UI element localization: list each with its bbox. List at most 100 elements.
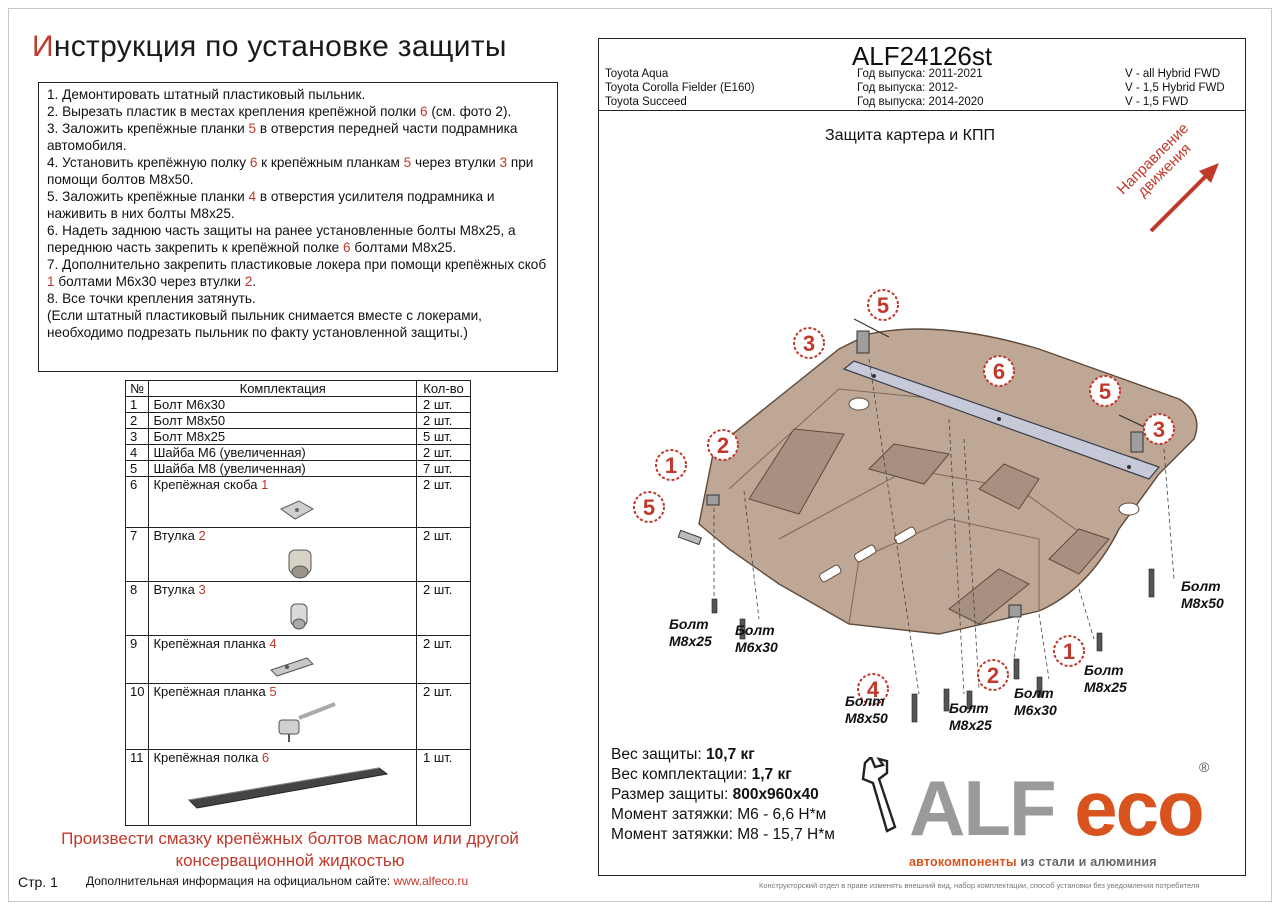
- kit-row-qty: 7 шт.: [416, 460, 471, 477]
- callout-marker: 6: [983, 355, 1015, 387]
- spec-value: 800х960х40: [732, 786, 819, 803]
- spec-line: Момент затяжки: М6 - 6,6 Н*м: [611, 805, 826, 825]
- instruction-step: (Если штатный пластиковый пыльник снимае…: [47, 307, 549, 341]
- spec-line: Вес комплектации: 1,7 кг: [611, 765, 792, 785]
- kit-part-ref: 4: [269, 636, 277, 651]
- bolt-label: Болт: [1014, 685, 1054, 701]
- kit-part-ref: 6: [261, 750, 270, 765]
- spec-value: 1,7 кг: [751, 766, 792, 783]
- model-name: Toyota Succeed: [605, 96, 687, 108]
- instruction-text: в отверстия передней части подрамника ав…: [47, 121, 518, 153]
- callout-number: 1: [665, 453, 677, 478]
- model-years: Год выпуска: 2011-2021 Год выпуска: 2012…: [857, 67, 984, 109]
- instruction-step: 7. Дополнительно закрепить пластиковые л…: [47, 256, 549, 290]
- callout-number: 1: [1063, 639, 1075, 664]
- logo-alf: ALF: [909, 764, 1057, 852]
- kit-row-qty: 2 шт.: [416, 635, 471, 684]
- spec-line: Вес защиты: 10,7 кг: [611, 745, 755, 765]
- registered-mark: ®: [1199, 759, 1210, 775]
- kit-row-name: Втулка 2: [148, 527, 417, 582]
- spec-label: Вес комплектации:: [611, 766, 752, 783]
- spec-panel: ALF24126st Toyota Aqua Toyota Corolla Fi…: [598, 38, 1246, 890]
- bolt-label: Болт: [845, 693, 885, 709]
- instructions-box: 1. Демонтировать штатный пластиковый пыл…: [38, 82, 558, 372]
- logo-tagline: автокомпоненты из стали и алюминия: [909, 855, 1157, 869]
- callout-marker: 1: [1053, 635, 1085, 667]
- kit-row-name: Болт М6х30: [148, 396, 417, 413]
- callout-number: 4: [867, 677, 880, 702]
- bolt-label: М6х30: [735, 639, 778, 655]
- kit-part-ref: 2: [198, 528, 206, 543]
- kit-row-num: 1: [124, 396, 150, 413]
- kit-row-qty: 5 шт.: [416, 428, 471, 445]
- kit-row-qty: 1 шт.: [416, 749, 471, 826]
- instruction-text: 6. Надеть заднюю часть защиты на ранее у…: [47, 223, 516, 255]
- kit-row-name: Болт М8х25: [148, 428, 417, 445]
- title-rest: нструкция по установке защиты: [53, 30, 507, 63]
- instruction-text: 7. Дополнительно закрепить пластиковые л…: [47, 257, 547, 272]
- spec-line: Момент затяжки: М8 - 15,7 Н*м: [611, 825, 835, 845]
- instruction-step: 5. Заложить крепёжные планки 4 в отверст…: [47, 188, 549, 222]
- callout-number: 5: [643, 495, 655, 520]
- model-engines: V - all Hybrid FWD V - 1,5 Hybrid FWD V …: [1125, 67, 1225, 109]
- instruction-step: 6. Надеть заднюю часть защиты на ранее у…: [47, 222, 549, 256]
- disclaimer: Конструкторский отдел в праве изменять в…: [759, 881, 1200, 890]
- kit-part-ref: 5: [269, 684, 277, 699]
- kit-row-name: Втулка 3: [148, 581, 417, 636]
- part-clip-image: [280, 500, 315, 520]
- callout-number: 2: [987, 663, 999, 688]
- kit-row-name: Крепёжная скоба 1: [148, 476, 417, 528]
- instruction-step: 4. Установить крепёжную полку 6 к крепёж…: [47, 154, 549, 188]
- instruction-step: 8. Все точки крепления затянуть.: [47, 290, 549, 307]
- part-ref: 6: [249, 155, 258, 170]
- kit-row-qty: 2 шт.: [416, 476, 471, 528]
- kit-row-label: Крепёжная планка: [153, 684, 270, 699]
- instruction-text: болтами М8х25.: [350, 240, 457, 255]
- part-bush-big-image: [288, 549, 312, 579]
- callout-number: 2: [717, 433, 729, 458]
- part-ref: 5: [248, 121, 257, 136]
- bolt-label: Болт: [1084, 662, 1124, 678]
- callout-marker: 3: [1143, 413, 1175, 445]
- kit-table-header: № Комплектация Кол-во: [124, 380, 471, 397]
- model-engine: V - 1,5 FWD: [1125, 96, 1189, 108]
- kit-row-num: 6: [124, 476, 150, 528]
- model-year: Год выпуска: 2011-2021: [857, 68, 983, 80]
- kit-row-num: 10: [124, 683, 150, 750]
- instruction-text: 5. Заложить крепёжные планки: [47, 189, 249, 204]
- instruction-text: .: [252, 274, 257, 289]
- instruction-step: 1. Демонтировать штатный пластиковый пыл…: [47, 86, 549, 103]
- model-name: Toyota Aqua: [605, 68, 669, 80]
- direction-arrow-icon: [1149, 163, 1219, 233]
- bolt-label: Болт: [1181, 578, 1221, 594]
- kit-row-label: Крепёжная планка: [153, 636, 270, 651]
- lube-note: Произвести смазку крепёжных болтов масло…: [61, 829, 519, 870]
- bolt-label: М8х25: [949, 717, 992, 733]
- model-year: Год выпуска: 2012-: [857, 82, 958, 94]
- site-info: Дополнительная информация на официальном…: [86, 874, 468, 888]
- site-info-text: Дополнительная информация на официальном…: [86, 874, 394, 888]
- part-ref: 6: [343, 240, 351, 255]
- kit-row-num: 4: [124, 444, 150, 461]
- bolt-label: М6х30: [1014, 702, 1057, 718]
- callout-number: 3: [1153, 417, 1165, 442]
- alfeco-logo: ALF eco: [909, 769, 1205, 847]
- instruction-text: 1. Демонтировать штатный пластиковый пыл…: [47, 87, 366, 102]
- bolt-label: М8х25: [669, 633, 712, 649]
- instruction-text: 4. Установить крепёжную полку: [47, 155, 250, 170]
- page-title: Инструкция по установке защиты: [32, 30, 507, 64]
- mounting-shelf: [842, 360, 1161, 480]
- site-url-link[interactable]: www.alfeco.ru: [393, 874, 469, 888]
- kit-header-name: Комплектация: [148, 380, 417, 397]
- kit-row-num: 2: [124, 412, 150, 429]
- callout-number: 6: [993, 359, 1005, 384]
- product-name: Защита картера и КПП: [825, 127, 995, 144]
